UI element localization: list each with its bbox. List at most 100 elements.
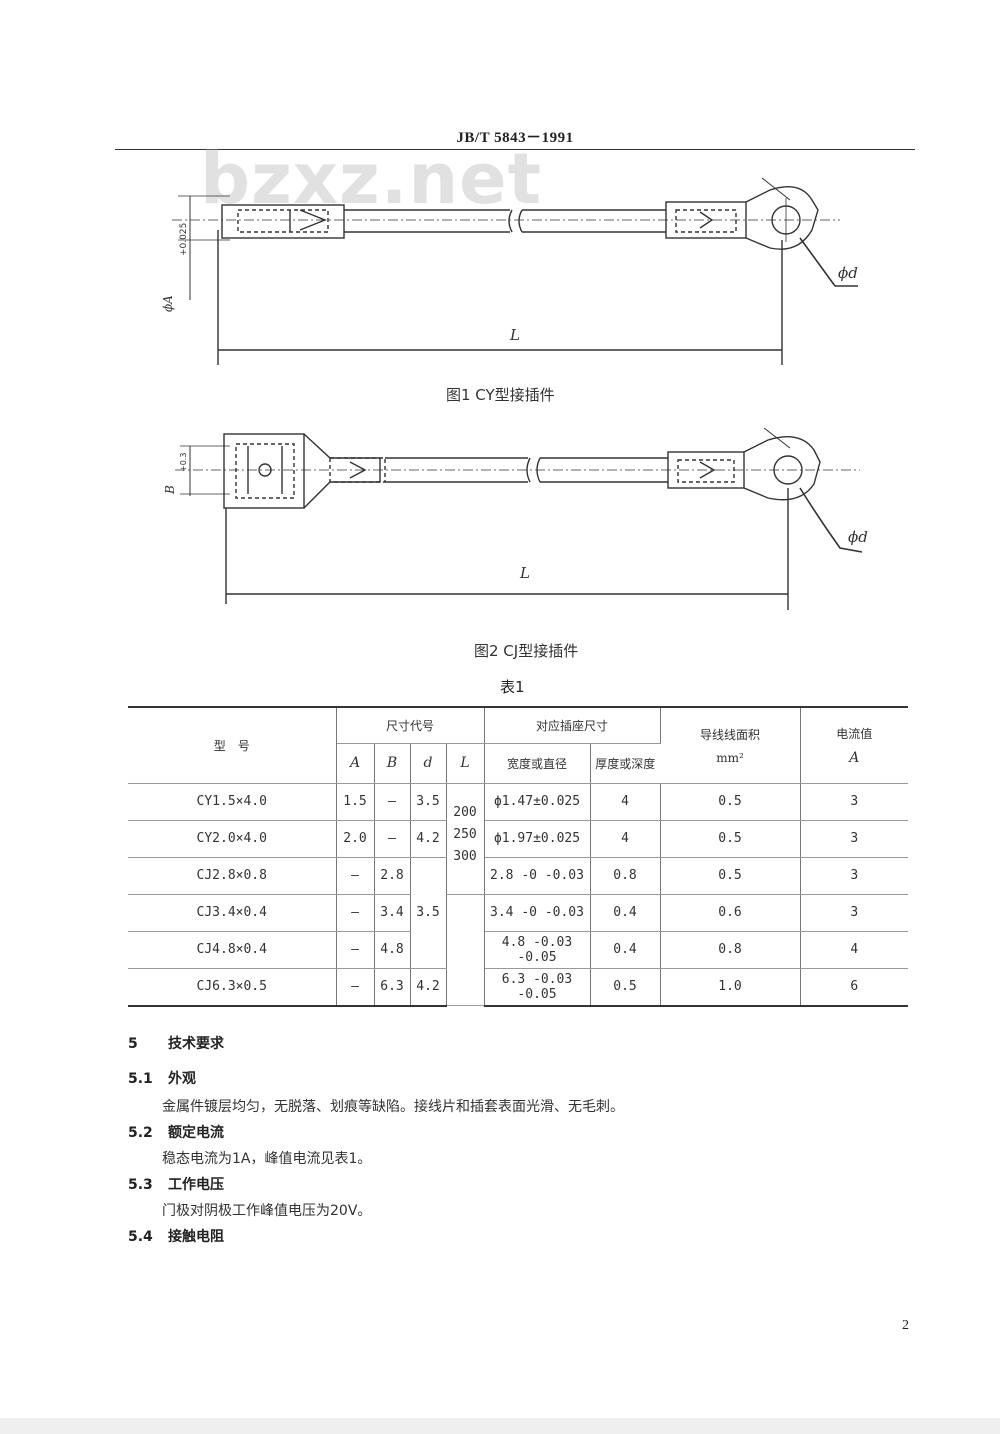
section-5-1-title: 外观 xyxy=(168,1071,196,1087)
th-A: A xyxy=(336,743,375,784)
cell-width: 4.8 -0.03 -0.05 xyxy=(484,931,591,969)
cell-B: 4.8 xyxy=(374,931,411,969)
cell-d: 4.2 xyxy=(410,968,447,1007)
cell-width: ϕ1.97±0.025 xyxy=(484,820,591,858)
cell-d-merged: 3.5 xyxy=(410,857,447,969)
section-5-title: 技术要求 xyxy=(168,1036,224,1052)
section-5-1-number: 5.1 xyxy=(128,1071,153,1087)
section-5-2-title: 额定电流 xyxy=(168,1125,224,1141)
th-L: L xyxy=(446,743,485,784)
section-5-2-text: 稳态电流为1A，峰值电流见表1。 xyxy=(162,1151,372,1167)
cell-wire: 0.5 xyxy=(660,857,801,895)
section-5-3-text: 门极对阴极工作峰值电压为20V。 xyxy=(162,1203,372,1219)
viewer-bottom-band xyxy=(0,1418,1000,1434)
section-5-4-title: 接触电阻 xyxy=(168,1229,224,1245)
cell-model: CY1.5×4.0 xyxy=(128,783,337,821)
section-5-3-number: 5.3 xyxy=(128,1177,153,1193)
cell-B: 6.3 xyxy=(374,968,411,1007)
table-row: CY1.5×4.0 1.5 – 3.5 200 250 300 ϕ1.47±0.… xyxy=(128,783,908,895)
fig1-label-A: ϕA xyxy=(161,295,175,312)
th-wire: 导线线面积 mm² xyxy=(660,706,801,784)
cell-A: – xyxy=(336,857,375,895)
table-row: CJ6.3×0.5 – 6.3 4.2 6.3 -0.03 -0.05 0.5 … xyxy=(128,968,908,1007)
section-5-3-heading: 5.3 工作电压 xyxy=(128,1174,224,1194)
cell-B: 3.4 xyxy=(374,894,411,932)
cell-width: ϕ1.47±0.025 xyxy=(484,783,591,821)
th-d: d xyxy=(410,743,447,784)
cell-width: 2.8 -0 -0.03 xyxy=(484,857,591,895)
cell-current: 3 xyxy=(800,857,908,895)
section-5-heading: 5 技术要求 xyxy=(128,1033,224,1053)
fig2-label-d: ϕd xyxy=(848,528,868,546)
section-5-1-text: 金属件镀层均匀，无脱落、划痕等缺陷。接线片和插套表面光滑、无毛刺。 xyxy=(162,1099,624,1115)
cell-depth: 0.8 xyxy=(590,857,661,895)
cell-depth: 0.4 xyxy=(590,894,661,932)
figure2-drawing: B +0.3 ϕd L xyxy=(163,427,868,610)
cell-current: 3 xyxy=(800,783,908,821)
section-5-2-number: 5.2 xyxy=(128,1125,153,1141)
cell-L-empty xyxy=(446,894,485,1006)
fig1-label-L: L xyxy=(509,326,520,344)
th-wire-label: 导线线面积 xyxy=(699,727,760,742)
table-row: CJ2.8×0.8 – 2.8 3.5 2.8 -0 -0.03 0.8 0.5… xyxy=(128,857,908,969)
cell-wire: 0.8 xyxy=(660,931,801,969)
cell-depth: 4 xyxy=(590,783,661,821)
fig2-label-B-tol: +0.3 xyxy=(179,453,188,472)
cell-B: 2.8 xyxy=(374,857,411,895)
fig1-label-d: ϕd xyxy=(838,264,858,282)
table-row: CJ4.8×0.4 – 4.8 4.8 -0.03 -0.05 0.4 0.8 … xyxy=(128,931,908,969)
cell-wire: 1.0 xyxy=(660,968,801,1007)
section-5-3-title: 工作电压 xyxy=(168,1177,224,1193)
cell-depth: 4 xyxy=(590,820,661,858)
table-title: 表1 xyxy=(500,678,525,696)
figure1-drawing: ϕA +0.025 ϕd L xyxy=(161,177,858,365)
page-number: 2 xyxy=(902,1318,909,1333)
cell-d: 3.5 xyxy=(410,783,447,821)
th-B: B xyxy=(374,743,411,784)
cell-model: CJ4.8×0.4 xyxy=(128,931,337,969)
section-5-2-heading: 5.2 额定电流 xyxy=(128,1122,224,1142)
cell-B: – xyxy=(374,820,411,858)
cell-model: CJ2.8×0.8 xyxy=(128,857,337,895)
th-current: 电流值 A xyxy=(800,706,908,784)
cell-A: – xyxy=(336,931,375,969)
cell-model: CJ3.4×0.4 xyxy=(128,894,337,932)
fig2-label-L: L xyxy=(519,564,530,582)
cell-current: 4 xyxy=(800,931,908,969)
cell-wire: 0.5 xyxy=(660,820,801,858)
cell-width: 3.4 -0 -0.03 xyxy=(484,894,591,932)
th-model: 型 号 xyxy=(128,706,337,784)
th-current-unit: A xyxy=(849,749,860,766)
cell-L-merged: 200 250 300 xyxy=(446,783,485,895)
cell-A: 1.5 xyxy=(336,783,375,821)
cell-wire: 0.5 xyxy=(660,783,801,821)
cell-current: 3 xyxy=(800,894,908,932)
cell-current: 6 xyxy=(800,968,908,1007)
fig1-label-A-tol: +0.025 xyxy=(179,223,189,256)
cell-A: 2.0 xyxy=(336,820,375,858)
cell-A: – xyxy=(336,894,375,932)
section-5-number: 5 xyxy=(128,1036,138,1052)
cell-B: – xyxy=(374,783,411,821)
cell-depth: 0.4 xyxy=(590,931,661,969)
fig2-label-B: B xyxy=(163,485,177,495)
figure1-caption: 图1 CY型接插件 xyxy=(446,386,555,404)
th-depth: 厚度或深度 xyxy=(590,743,660,784)
th-wire-unit: mm² xyxy=(716,750,744,765)
table-row: CY2.0×4.0 2.0 – 4.2 ϕ1.97±0.025 4 0.5 3 xyxy=(128,820,908,858)
th-width: 宽度或直径 xyxy=(484,743,591,784)
standard-header: JB/T 5843－1991 xyxy=(456,130,574,146)
section-5-1-heading: 5.1 外观 xyxy=(128,1068,196,1088)
spec-table: 型 号 尺寸代号 对应插座尺寸 导线线面积 mm² 电流值 A A B d L … xyxy=(128,706,908,1007)
cell-model: CY2.0×4.0 xyxy=(128,820,337,858)
cell-wire: 0.6 xyxy=(660,894,801,932)
cell-model: CJ6.3×0.5 xyxy=(128,968,337,1007)
cell-d: 4.2 xyxy=(410,820,447,858)
header-rule xyxy=(115,149,915,150)
cell-A: – xyxy=(336,968,375,1007)
figure2-caption: 图2 CJ型接插件 xyxy=(474,642,579,660)
cell-width: 6.3 -0.03 -0.05 xyxy=(484,968,591,1007)
th-socket: 对应插座尺寸 xyxy=(484,706,661,744)
watermark: bzxz.net xyxy=(200,138,543,220)
